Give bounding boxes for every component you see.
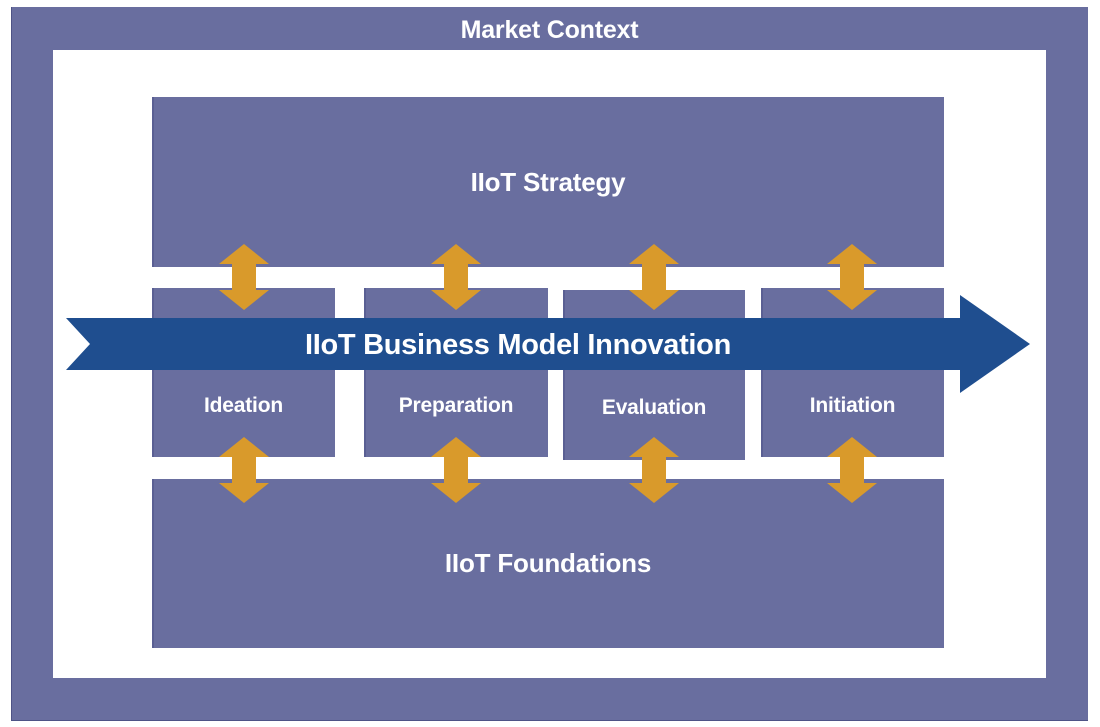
phase-box-initiation: Initiation <box>761 288 944 457</box>
phase-label-initiation: Initiation <box>809 394 896 417</box>
phase-label-ideation: Ideation <box>204 394 283 417</box>
phase-label-evaluation: Evaluation <box>601 396 707 419</box>
iiot-strategy-label: IIoT Strategy <box>470 166 626 197</box>
phase-box-ideation: Ideation <box>152 288 335 457</box>
iiot-foundations-label: IIoT Foundations <box>444 548 652 578</box>
iiot-strategy-box: IIoT Strategy <box>152 97 944 267</box>
main-arrow-label: IIoT Business Model Innovation <box>304 329 732 361</box>
phase-box-preparation: Preparation <box>364 288 548 457</box>
phase-box-evaluation: Evaluation <box>563 290 745 460</box>
phase-label-preparation: Preparation <box>398 394 514 417</box>
market-context-label: Market Context <box>460 16 639 44</box>
iiot-foundations-box: IIoT Foundations <box>152 479 944 648</box>
